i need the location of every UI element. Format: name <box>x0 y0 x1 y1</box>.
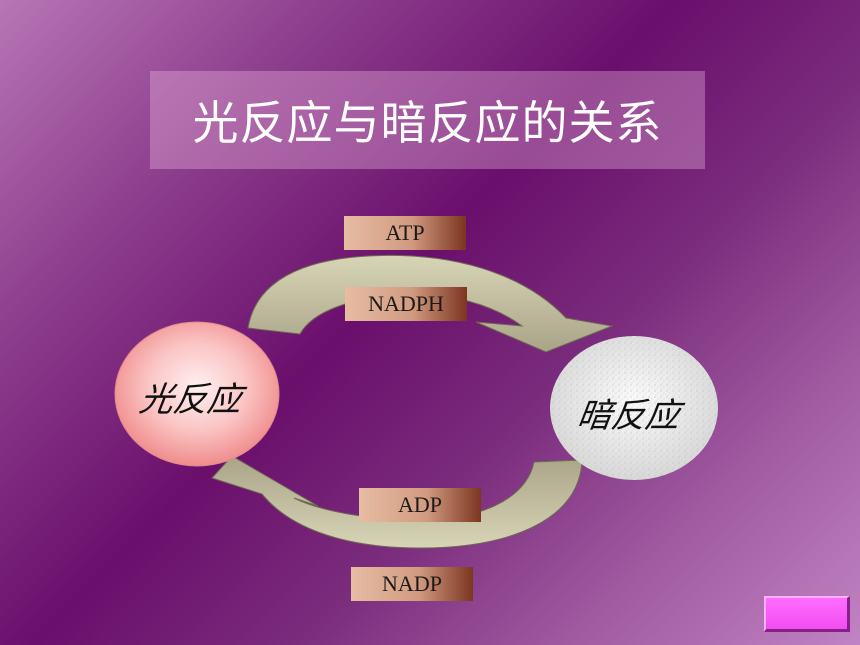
label-nadph: NADPH <box>345 287 467 321</box>
slide-title: 光反应与暗反应的关系 <box>192 96 663 150</box>
dark-reaction-texture <box>550 336 718 480</box>
label-adp: ADP <box>359 488 481 522</box>
light-reaction-circle <box>114 321 280 467</box>
label-atp: ATP <box>344 216 466 250</box>
light-reaction-label: 光反应 <box>136 380 245 420</box>
label-nadp: NADP <box>351 567 473 601</box>
next-slide-button[interactable] <box>764 596 850 632</box>
dark-reaction-label: 暗反应 <box>574 396 683 436</box>
title-box: 光反应与暗反应的关系 <box>150 71 705 169</box>
